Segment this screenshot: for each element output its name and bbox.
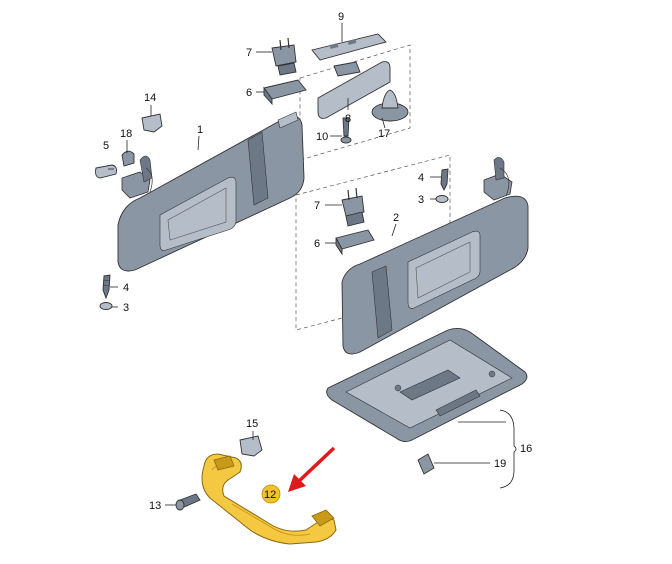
callout-10: 10 bbox=[316, 131, 328, 143]
part-9-mount-plate bbox=[311, 33, 387, 77]
part-3-nut-left bbox=[99, 302, 113, 310]
callout-5: 5 bbox=[103, 140, 109, 152]
part-7-bracket-top bbox=[271, 37, 297, 76]
leader-lines bbox=[108, 23, 517, 506]
part-8-mirror-panel bbox=[317, 61, 391, 119]
part-15-clip bbox=[239, 435, 263, 457]
callout-3-left: 3 bbox=[123, 302, 129, 314]
callout-13: 13 bbox=[149, 500, 161, 512]
callout-18: 18 bbox=[120, 128, 132, 140]
callout-3-right: 3 bbox=[418, 194, 424, 206]
callout-15: 15 bbox=[246, 418, 258, 430]
part-5-cap bbox=[95, 164, 117, 179]
part-4-screw-right bbox=[440, 168, 449, 192]
callout-2: 2 bbox=[393, 212, 399, 224]
part-16-console bbox=[326, 327, 528, 443]
left-sun-visor bbox=[117, 111, 305, 272]
part-19-clip bbox=[417, 453, 435, 475]
callout-9: 9 bbox=[338, 11, 344, 23]
part-6-cover-right bbox=[335, 229, 375, 256]
callout-12-badge bbox=[261, 484, 281, 504]
part-3-nut-right bbox=[435, 195, 449, 203]
callout-labels: 1 2 3 3 4 4 5 6 6 7 7 8 9 10 12 13 14 15… bbox=[103, 11, 532, 512]
red-pointer-arrow-icon bbox=[288, 446, 336, 492]
callout-7-top: 7 bbox=[246, 47, 252, 59]
part-4-screw-left bbox=[102, 274, 111, 300]
callout-14: 14 bbox=[144, 92, 156, 104]
part-10-screw bbox=[340, 117, 352, 144]
callout-6-top: 6 bbox=[246, 87, 252, 99]
part-6-cover-top bbox=[263, 79, 307, 106]
callout-6-right: 6 bbox=[314, 238, 320, 250]
callout-17: 17 bbox=[378, 128, 390, 140]
callout-7-right: 7 bbox=[314, 200, 320, 212]
callout-16: 16 bbox=[520, 443, 532, 455]
part-18-clip bbox=[121, 150, 135, 167]
part-17-knob bbox=[371, 89, 409, 122]
right-sun-visor bbox=[341, 157, 529, 355]
part-14-clip bbox=[141, 113, 163, 133]
callout-4-right: 4 bbox=[418, 172, 424, 184]
callout-19: 19 bbox=[494, 458, 506, 470]
callout-4-left: 4 bbox=[123, 282, 129, 294]
part-7-bracket-right bbox=[341, 187, 365, 227]
callout-8: 8 bbox=[345, 113, 351, 125]
part-13-screw bbox=[175, 493, 201, 511]
part-12-grab-handle bbox=[201, 453, 337, 545]
callout-12: 12 bbox=[264, 489, 276, 501]
callout-1: 1 bbox=[197, 124, 203, 136]
